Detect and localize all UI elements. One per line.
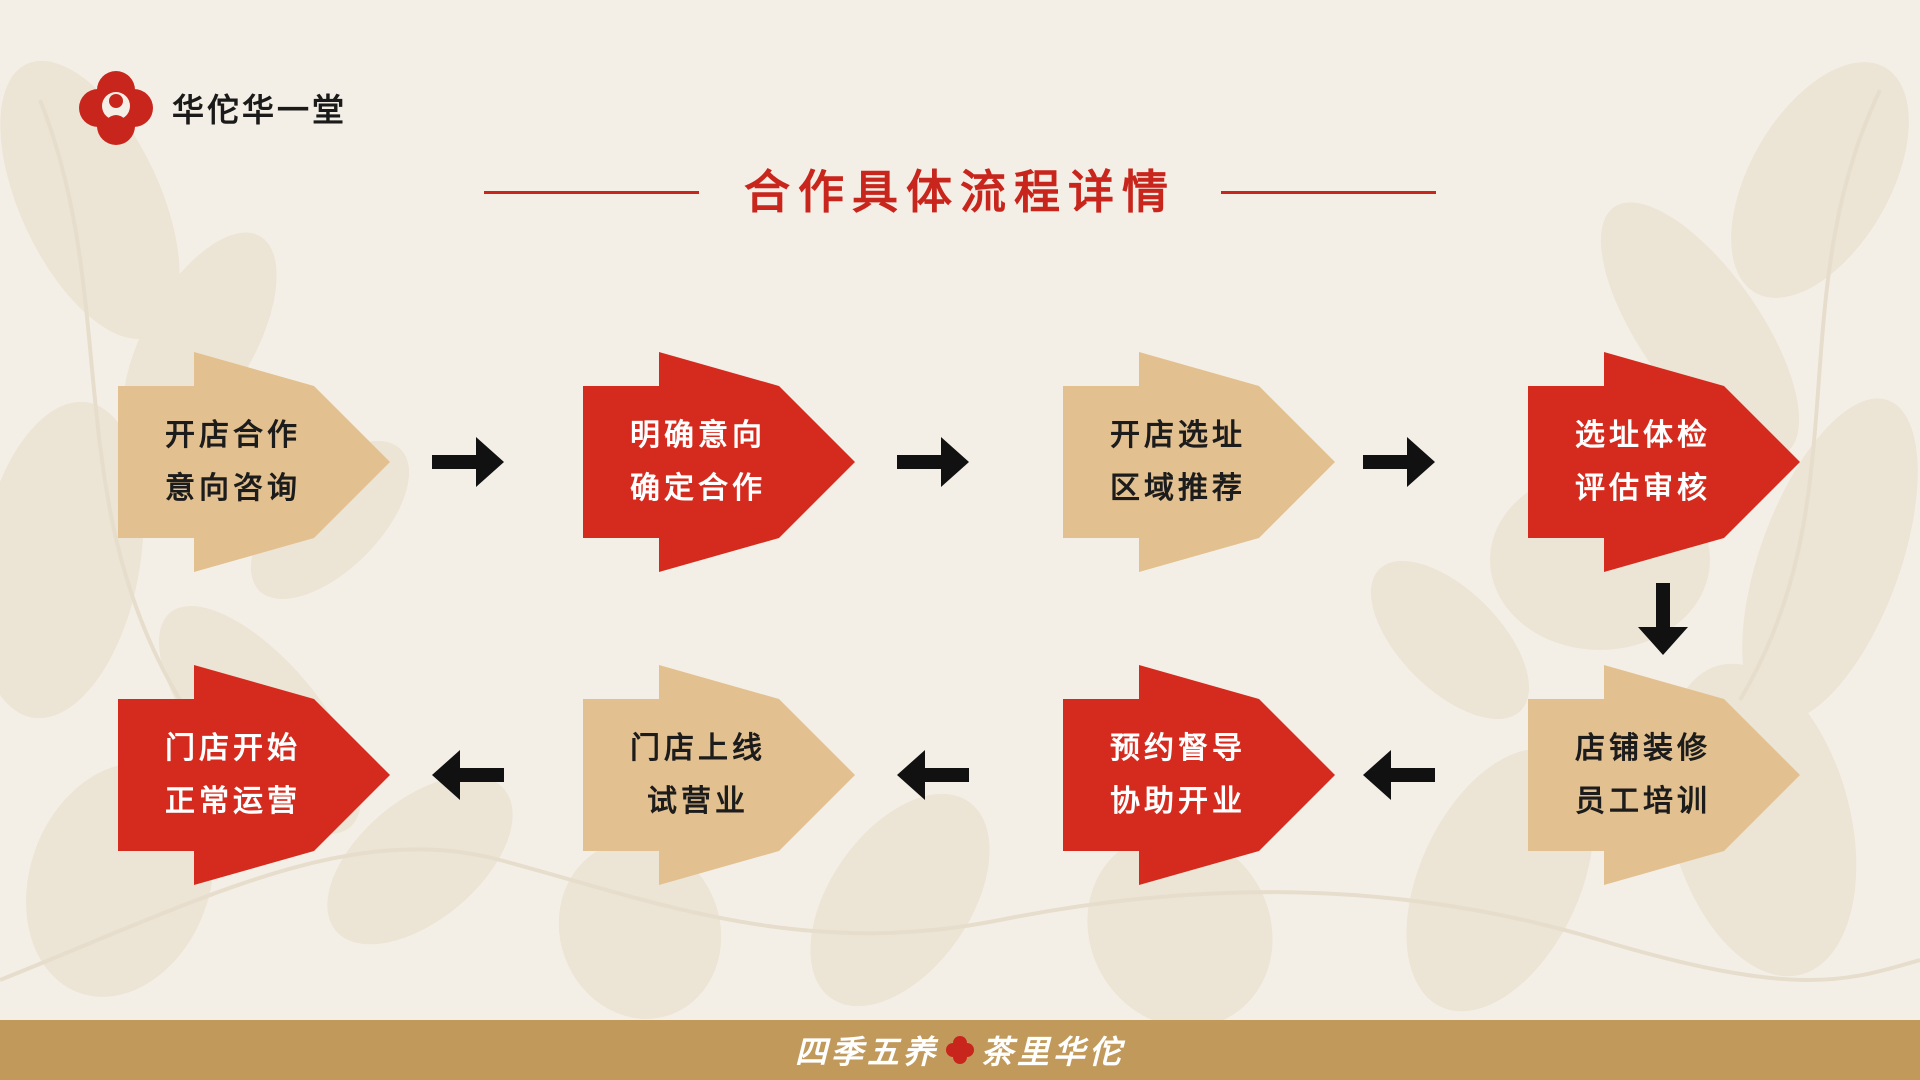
- down-arrow-icon: [1638, 583, 1688, 655]
- right-arrow-icon: [1363, 437, 1435, 487]
- left-arrow-icon: [897, 750, 969, 800]
- step-label-line2: 评估审核: [1575, 471, 1711, 506]
- step-label-line2: 意向咨询: [165, 471, 301, 506]
- title-bar: 合作具体流程详情: [0, 160, 1920, 224]
- step-label-line1: 开店合作: [165, 418, 301, 453]
- left-arrow-icon: [1363, 750, 1435, 800]
- step-label-line1: 预约督导: [1110, 731, 1246, 766]
- title-left-rule: [484, 190, 699, 194]
- brand-logo: 华佗华一堂: [78, 70, 347, 146]
- step-label-line1: 选址体检: [1575, 418, 1711, 453]
- process-step-7: 门店上线 试营业: [583, 665, 855, 885]
- step-label-line1: 开店选址: [1110, 418, 1246, 453]
- left-arrow-icon: [432, 750, 504, 800]
- step-label-line2: 区域推荐: [1110, 471, 1246, 506]
- step-label-line1: 明确意向: [630, 418, 766, 453]
- flower-icon: [946, 1036, 974, 1064]
- process-step-5: 店铺装修 员工培训: [1528, 665, 1800, 885]
- step-label-line2: 确定合作: [630, 471, 766, 506]
- process-step-6: 预约督导 协助开业: [1063, 665, 1335, 885]
- footer-bar: 四季五养 茶里华佗: [0, 1020, 1920, 1080]
- step-label-line1: 门店开始: [165, 731, 301, 766]
- process-step-1: 开店合作 意向咨询: [118, 352, 390, 572]
- title-right-rule: [1221, 190, 1436, 194]
- process-step-3: 开店选址 区域推荐: [1063, 352, 1335, 572]
- step-label-line1: 店铺装修: [1575, 731, 1711, 766]
- step-label-line1: 门店上线: [630, 731, 766, 766]
- brand-name: 华佗华一堂: [172, 91, 348, 129]
- process-step-8: 门店开始 正常运营: [118, 665, 390, 885]
- step-label-line2: 正常运营: [165, 784, 301, 819]
- page-title: 合作具体流程详情: [744, 165, 1176, 219]
- step-label-line2: 员工培训: [1575, 784, 1711, 819]
- process-step-2: 明确意向 确定合作: [583, 352, 855, 572]
- brand-emblem-icon: [79, 71, 153, 145]
- leaf-pattern-background: [0, 60, 1920, 1020]
- step-label-line2: 协助开业: [1110, 784, 1246, 819]
- slogan-left: 四季五养: [794, 1033, 939, 1071]
- right-arrow-icon: [897, 437, 969, 487]
- step-label-line2: 试营业: [647, 784, 749, 819]
- slogan-right: 茶里华佗: [981, 1033, 1126, 1071]
- right-arrow-icon: [432, 437, 504, 487]
- process-step-4: 选址体检 评估审核: [1528, 352, 1800, 572]
